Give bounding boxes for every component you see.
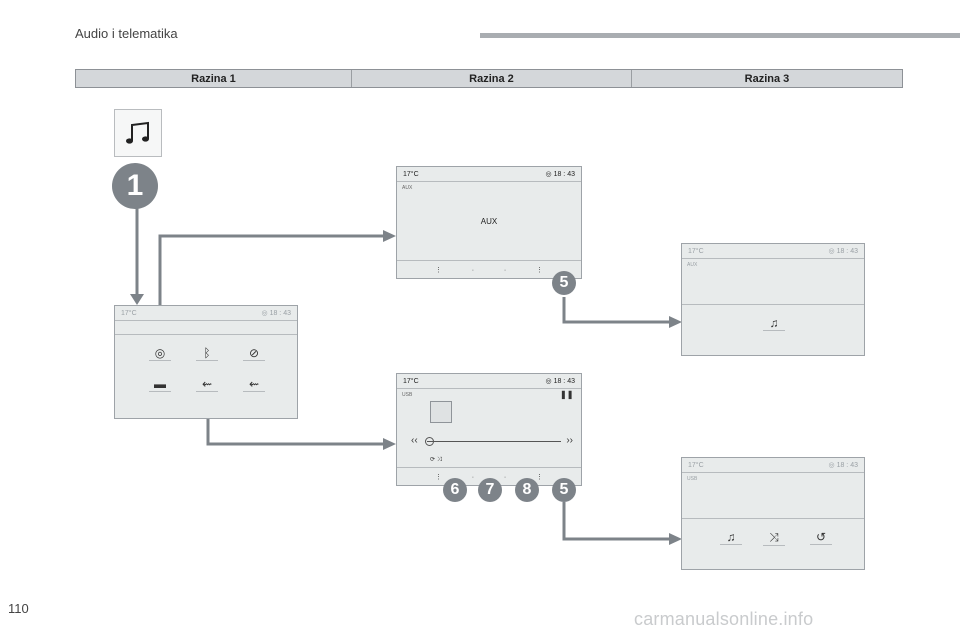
step-badge-5: 5 bbox=[552, 271, 576, 295]
step-badge-8: 8 bbox=[515, 478, 539, 502]
source-label: AUX bbox=[402, 185, 413, 191]
aux-screen: 17°C ◎ 18 : 43 AUX AUX ⋮··⋮ bbox=[396, 166, 582, 279]
menu-dots: ⋮··⋮ bbox=[435, 266, 543, 275]
step-badge-1: 1 bbox=[112, 163, 158, 209]
media-button[interactable] bbox=[114, 109, 162, 157]
usb-options-screen: 17°C ◎ 18 : 43 USB ♫ ⤨ ↺ bbox=[681, 457, 865, 570]
pause-icon[interactable]: ❚❚ bbox=[560, 390, 574, 399]
step-badge-5b: 5 bbox=[552, 478, 576, 502]
album-art bbox=[430, 401, 452, 423]
status-bar: 17°C ◎ 18 : 43 bbox=[115, 306, 297, 321]
temperature: 17°C bbox=[121, 309, 137, 317]
usb-icon[interactable]: ⇜ bbox=[243, 377, 265, 392]
repeat-shuffle-icons: ⟳ ⤨ bbox=[430, 457, 442, 463]
repeat-icon[interactable]: ↺ bbox=[810, 530, 832, 545]
header-bar bbox=[480, 33, 960, 38]
clock: ◎ 18 : 43 bbox=[261, 310, 291, 317]
cd-icon[interactable]: ⊘ bbox=[243, 346, 265, 361]
level-3: Razina 3 bbox=[631, 70, 902, 87]
sound-settings-icon[interactable]: ♫ bbox=[720, 530, 742, 545]
watermark: carmanualsonline.info bbox=[634, 609, 814, 629]
aux-jack-icon[interactable]: ▬ bbox=[149, 377, 171, 392]
radio-icon[interactable]: ◎ bbox=[149, 346, 171, 361]
divider bbox=[115, 334, 297, 335]
status-bar: 17°C ◎ 18 : 43 bbox=[397, 167, 581, 182]
aux-options-screen: 17°C ◎ 18 : 43 AUX ♫ bbox=[681, 243, 865, 356]
source-selection-screen: 17°C ◎ 18 : 43 ◎ ᛒ ⊘ ▬ ⇜ ⇜ bbox=[114, 305, 298, 419]
bluetooth-icon[interactable]: ᛒ bbox=[196, 346, 218, 361]
sound-settings-icon[interactable]: ♫ bbox=[763, 316, 785, 331]
divider bbox=[397, 260, 581, 261]
usb-screen: 17°C ◎ 18 : 43 USB ❚❚ ‹‹ ›› ⟳ ⤨ ⋮··⋮ bbox=[396, 373, 582, 486]
level-1: Razina 1 bbox=[191, 72, 236, 85]
level-table: Razina 1 Razina 2 Razina 3 bbox=[75, 69, 903, 88]
shuffle-icon[interactable]: ⤨ bbox=[763, 530, 785, 546]
page-number: 110 bbox=[8, 601, 29, 616]
step-badge-7: 7 bbox=[478, 478, 502, 502]
level-2: Razina 2 bbox=[351, 70, 631, 87]
section-title: Audio i telematika bbox=[75, 26, 178, 41]
music-note-icon bbox=[126, 121, 149, 144]
aux-center-label: AUX bbox=[480, 217, 498, 226]
step-badge-6: 6 bbox=[443, 478, 467, 502]
usb-icon[interactable]: ⇜ bbox=[196, 377, 218, 392]
